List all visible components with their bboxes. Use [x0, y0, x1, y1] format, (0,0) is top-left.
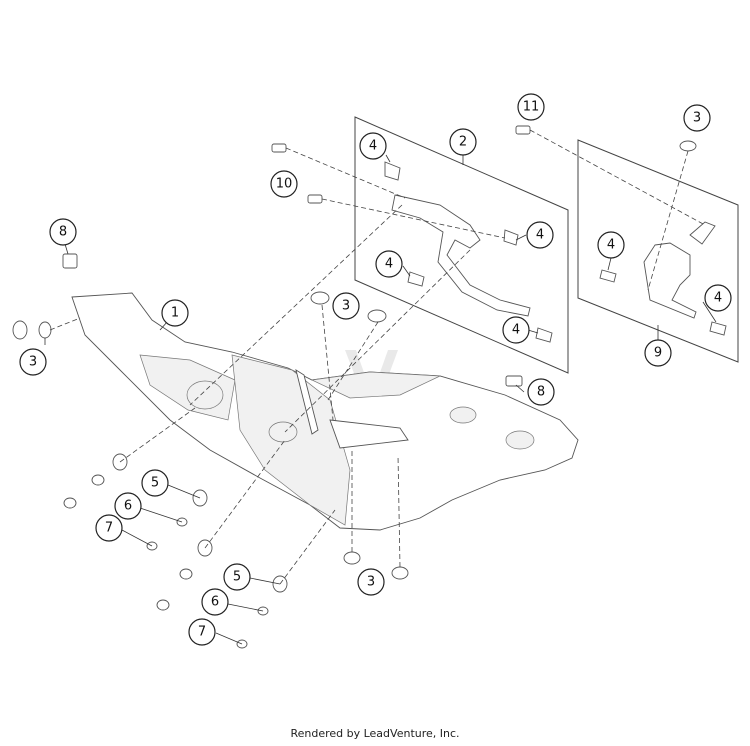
callout-4e: 4	[597, 231, 625, 259]
bracket-kit-2	[384, 161, 553, 343]
callout-8a: 8	[49, 218, 77, 246]
callout-5b-label: 5	[233, 570, 241, 585]
callout-10: 10	[270, 170, 298, 198]
callout-3a: 3	[683, 104, 711, 132]
callout-5b: 5	[223, 563, 251, 591]
callout-6a: 6	[114, 492, 142, 520]
callout-1-label: 1	[171, 306, 179, 321]
callout-3a-label: 3	[693, 111, 701, 126]
callout-5a-label: 5	[151, 476, 159, 491]
callout-4c-label: 4	[385, 257, 393, 272]
callout-9-label: 9	[654, 346, 662, 361]
callout-10-label: 10	[276, 177, 293, 192]
callout-3d: 3	[357, 568, 385, 596]
callout-3b-label: 3	[342, 299, 350, 314]
callout-4b-label: 4	[536, 228, 544, 243]
callout-7a-label: 7	[105, 521, 113, 536]
skid-plate	[71, 292, 579, 531]
callout-4e-label: 4	[607, 238, 615, 253]
callout-2: 2	[449, 128, 477, 156]
callout-11-label: 11	[523, 100, 540, 115]
kit-box-2	[354, 116, 569, 374]
rendered-by-footer: Rendered by LeadVenture, Inc.	[290, 727, 460, 740]
callout-7b: 7	[188, 618, 216, 646]
callout-6b-label: 6	[211, 595, 219, 610]
callout-4a: 4	[359, 132, 387, 160]
callout-3d-label: 3	[367, 575, 375, 590]
callout-4f-label: 4	[714, 291, 722, 306]
kit-box-9	[577, 139, 739, 363]
assembly-lines	[49, 129, 706, 585]
bracket-kit-9	[599, 221, 727, 336]
callout-6a-label: 6	[124, 499, 132, 514]
callout-4d: 4	[502, 316, 530, 344]
callout-3c-label: 3	[29, 355, 37, 370]
callout-8a-label: 8	[59, 225, 67, 240]
callout-3b: 3	[332, 292, 360, 320]
callout-2-label: 2	[459, 135, 467, 150]
callout-7b-label: 7	[198, 625, 206, 640]
callout-11: 11	[517, 93, 545, 121]
callout-8b: 8	[527, 378, 555, 406]
callout-3c: 3	[19, 348, 47, 376]
callout-6b: 6	[201, 588, 229, 616]
callout-4d-label: 4	[512, 323, 520, 338]
callout-8b-label: 8	[537, 385, 545, 400]
callout-5a: 5	[141, 469, 169, 497]
callout-4f: 4	[704, 284, 732, 312]
callout-4c: 4	[375, 250, 403, 278]
callout-4a-label: 4	[369, 139, 377, 154]
callout-7a: 7	[95, 514, 123, 542]
callout-1: 1	[161, 299, 189, 327]
callout-4b: 4	[526, 221, 554, 249]
callout-9: 9	[644, 339, 672, 367]
